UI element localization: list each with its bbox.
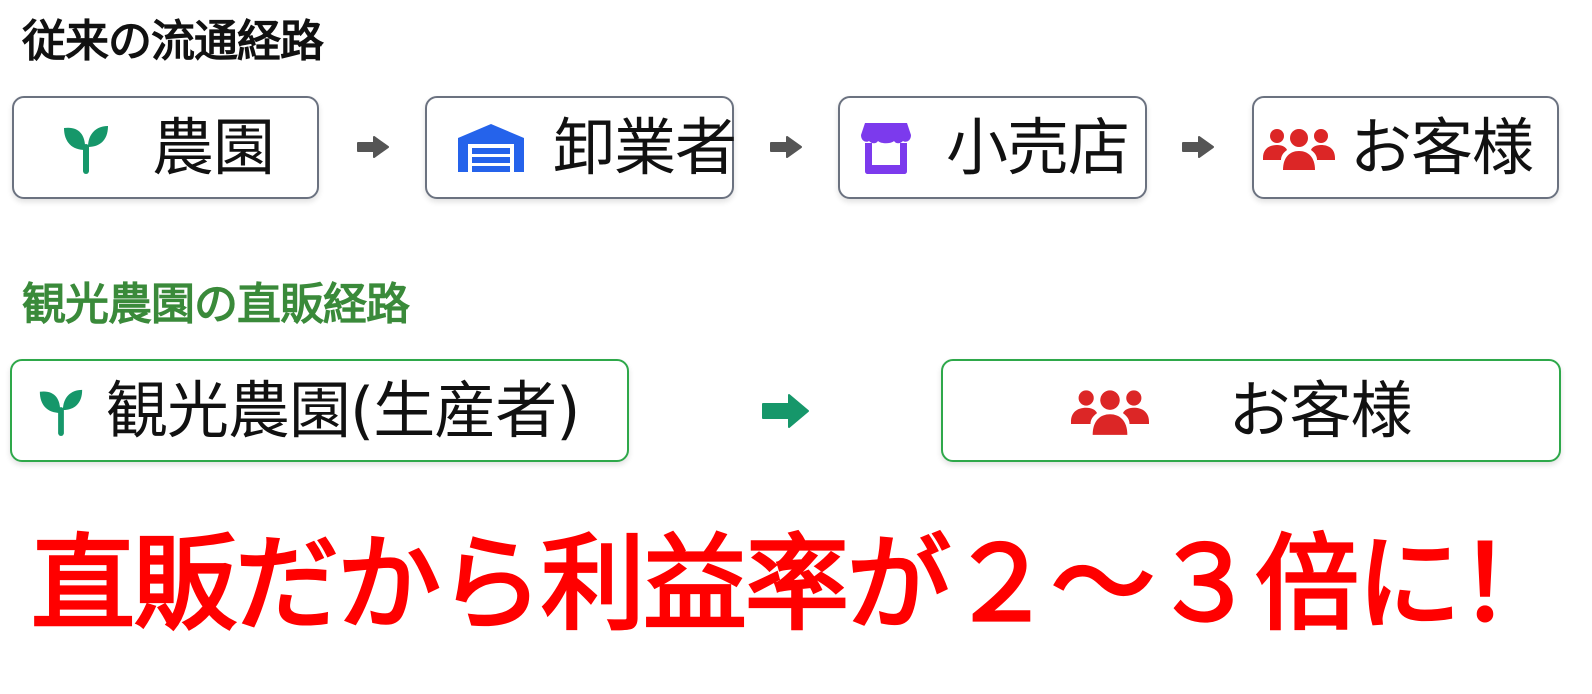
node-wholesaler: 卸業者 bbox=[425, 96, 737, 199]
seedling-icon bbox=[34, 384, 88, 438]
direct-route-title: 観光農園の直販経路 bbox=[22, 279, 410, 330]
profit-headline: 直販だから利益率が２～３倍に！ bbox=[30, 523, 1563, 645]
node-customer-direct: お客様 bbox=[941, 359, 1561, 462]
traditional-route-title: 従来の流通経路 bbox=[22, 16, 324, 67]
node-label: 観光農園(生産者) bbox=[106, 373, 580, 447]
node-label: 農園 bbox=[152, 110, 275, 184]
node-label: お客様 bbox=[1228, 373, 1412, 447]
node-tourist-farm: 観光農園(生産者) bbox=[10, 359, 629, 462]
node-farm: 農園 bbox=[12, 96, 319, 199]
node-label: 小売店 bbox=[946, 110, 1130, 184]
arrow-right-icon bbox=[760, 392, 812, 430]
arrow-right-icon bbox=[355, 133, 391, 161]
arrow-right-icon bbox=[1180, 133, 1216, 161]
node-customer: お客様 bbox=[1252, 96, 1559, 199]
node-retailer: 小売店 bbox=[838, 96, 1147, 199]
seedling-icon bbox=[58, 120, 114, 176]
node-label: お客様 bbox=[1350, 110, 1534, 184]
node-label: 卸業者 bbox=[553, 110, 737, 184]
users-icon bbox=[1070, 385, 1150, 437]
arrow-right-icon bbox=[768, 133, 804, 161]
users-icon bbox=[1262, 124, 1336, 172]
store-icon bbox=[858, 121, 914, 175]
warehouse-icon bbox=[455, 122, 527, 174]
